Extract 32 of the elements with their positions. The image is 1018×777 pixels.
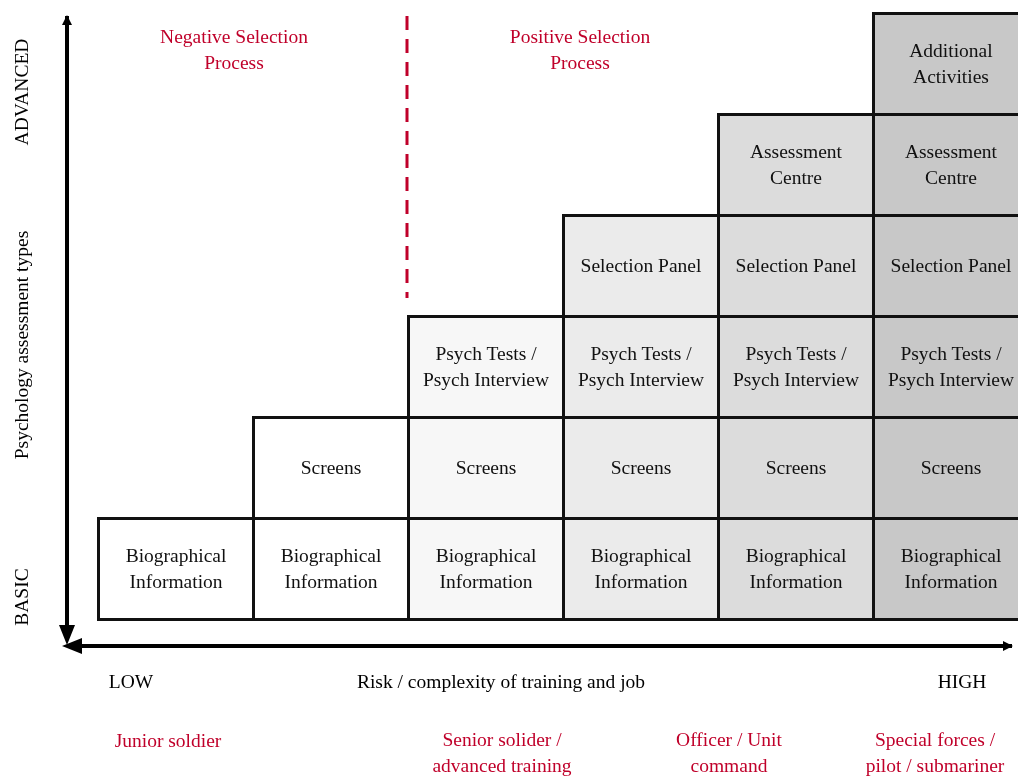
axis-label: HIGH xyxy=(936,670,988,694)
axis-title: Psychology assessment types xyxy=(10,230,33,460)
assessment-cell: Assessment Centre xyxy=(717,113,875,217)
assessment-cell: Screens xyxy=(717,416,875,520)
assessment-cell: Biographical Information xyxy=(717,517,875,621)
assessment-cell: Selection Panel xyxy=(717,214,875,318)
assessment-cell: Psych Tests / Psych Interview xyxy=(562,315,720,419)
assessment-cell: Screens xyxy=(562,416,720,520)
axis-label: LOW xyxy=(107,670,155,694)
role-label: Junior soldier xyxy=(113,729,223,753)
role-label: Officer / Unit command xyxy=(675,728,783,777)
process-heading: Positive Selection Process xyxy=(508,25,652,75)
assessment-cell: Biographical Information xyxy=(872,517,1018,621)
assessment-cell: Selection Panel xyxy=(562,214,720,318)
assessment-cell: Psych Tests / Psych Interview xyxy=(717,315,875,419)
assessment-cell: Psych Tests / Psych Interview xyxy=(407,315,565,419)
assessment-cell: Biographical Information xyxy=(407,517,565,621)
axis-label: BASIC xyxy=(10,568,33,626)
assessment-cell: Selection Panel xyxy=(872,214,1018,318)
assessment-cell: Additional Activities xyxy=(872,12,1018,116)
process-heading: Negative Selection Process xyxy=(159,25,309,75)
assessment-cell: Assessment Centre xyxy=(872,113,1018,217)
assessment-cell: Screens xyxy=(252,416,410,520)
role-label: Special forces / pilot / submariner xyxy=(864,728,1006,777)
assessment-cell: Screens xyxy=(872,416,1018,520)
axis-label: ADVANCED xyxy=(10,38,33,146)
assessment-cell: Psych Tests / Psych Interview xyxy=(872,315,1018,419)
axis-title: Risk / complexity of training and job xyxy=(355,670,647,694)
role-label: Senior solider / advanced training xyxy=(431,728,573,777)
assessment-cell: Biographical Information xyxy=(562,517,720,621)
assessment-cell: Biographical Information xyxy=(97,517,255,621)
assessment-cell: Screens xyxy=(407,416,565,520)
